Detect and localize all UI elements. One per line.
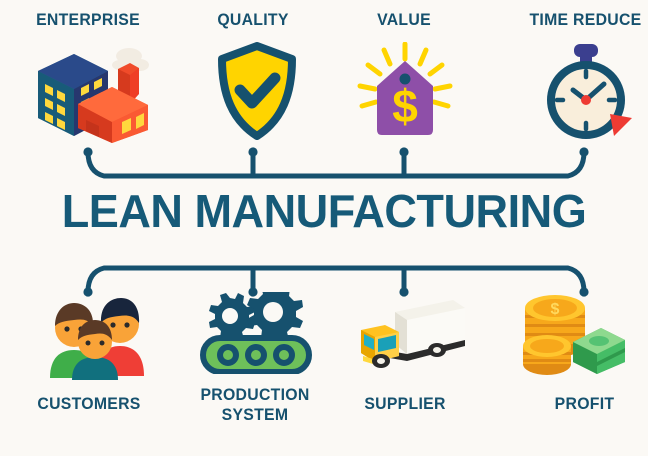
dot-enterprise [83,147,93,157]
svg-text:$: $ [392,80,418,132]
label-customers: CUSTOMERS [37,394,141,413]
stopwatch-icon [547,44,632,139]
people-group-icon [50,298,144,380]
label-production-system: PRODUCTION SYSTEM [200,385,310,424]
conveyor-gears-icon [200,292,312,374]
label-supplier: SUPPLIER [364,394,446,413]
price-tag-dollar-icon: $ [357,42,453,135]
label-quality: QUALITY [217,10,289,29]
dot-profit [579,287,589,297]
label-enterprise: ENTERPRISE [36,10,140,29]
label-time-reduce: TIME REDUCE [529,10,642,29]
dot-supplier [399,287,409,297]
dot-production [248,287,258,297]
dot-time-reduce [579,147,589,157]
top-bus-path [85,149,587,179]
dot-value [399,147,409,157]
bottom-bus-path [85,265,587,295]
label-profit: PROFIT [554,394,615,413]
money-coins-cash-icon: $ [523,295,625,375]
label-value: VALUE [377,10,431,29]
dot-quality [248,147,258,157]
svg-text:$: $ [551,301,560,318]
shield-check-icon [218,42,296,140]
dot-customers [83,287,93,297]
page-title: LEAN MANUFACTURING [61,185,587,237]
delivery-truck-icon [361,300,465,368]
factory-building-icon [38,48,149,143]
